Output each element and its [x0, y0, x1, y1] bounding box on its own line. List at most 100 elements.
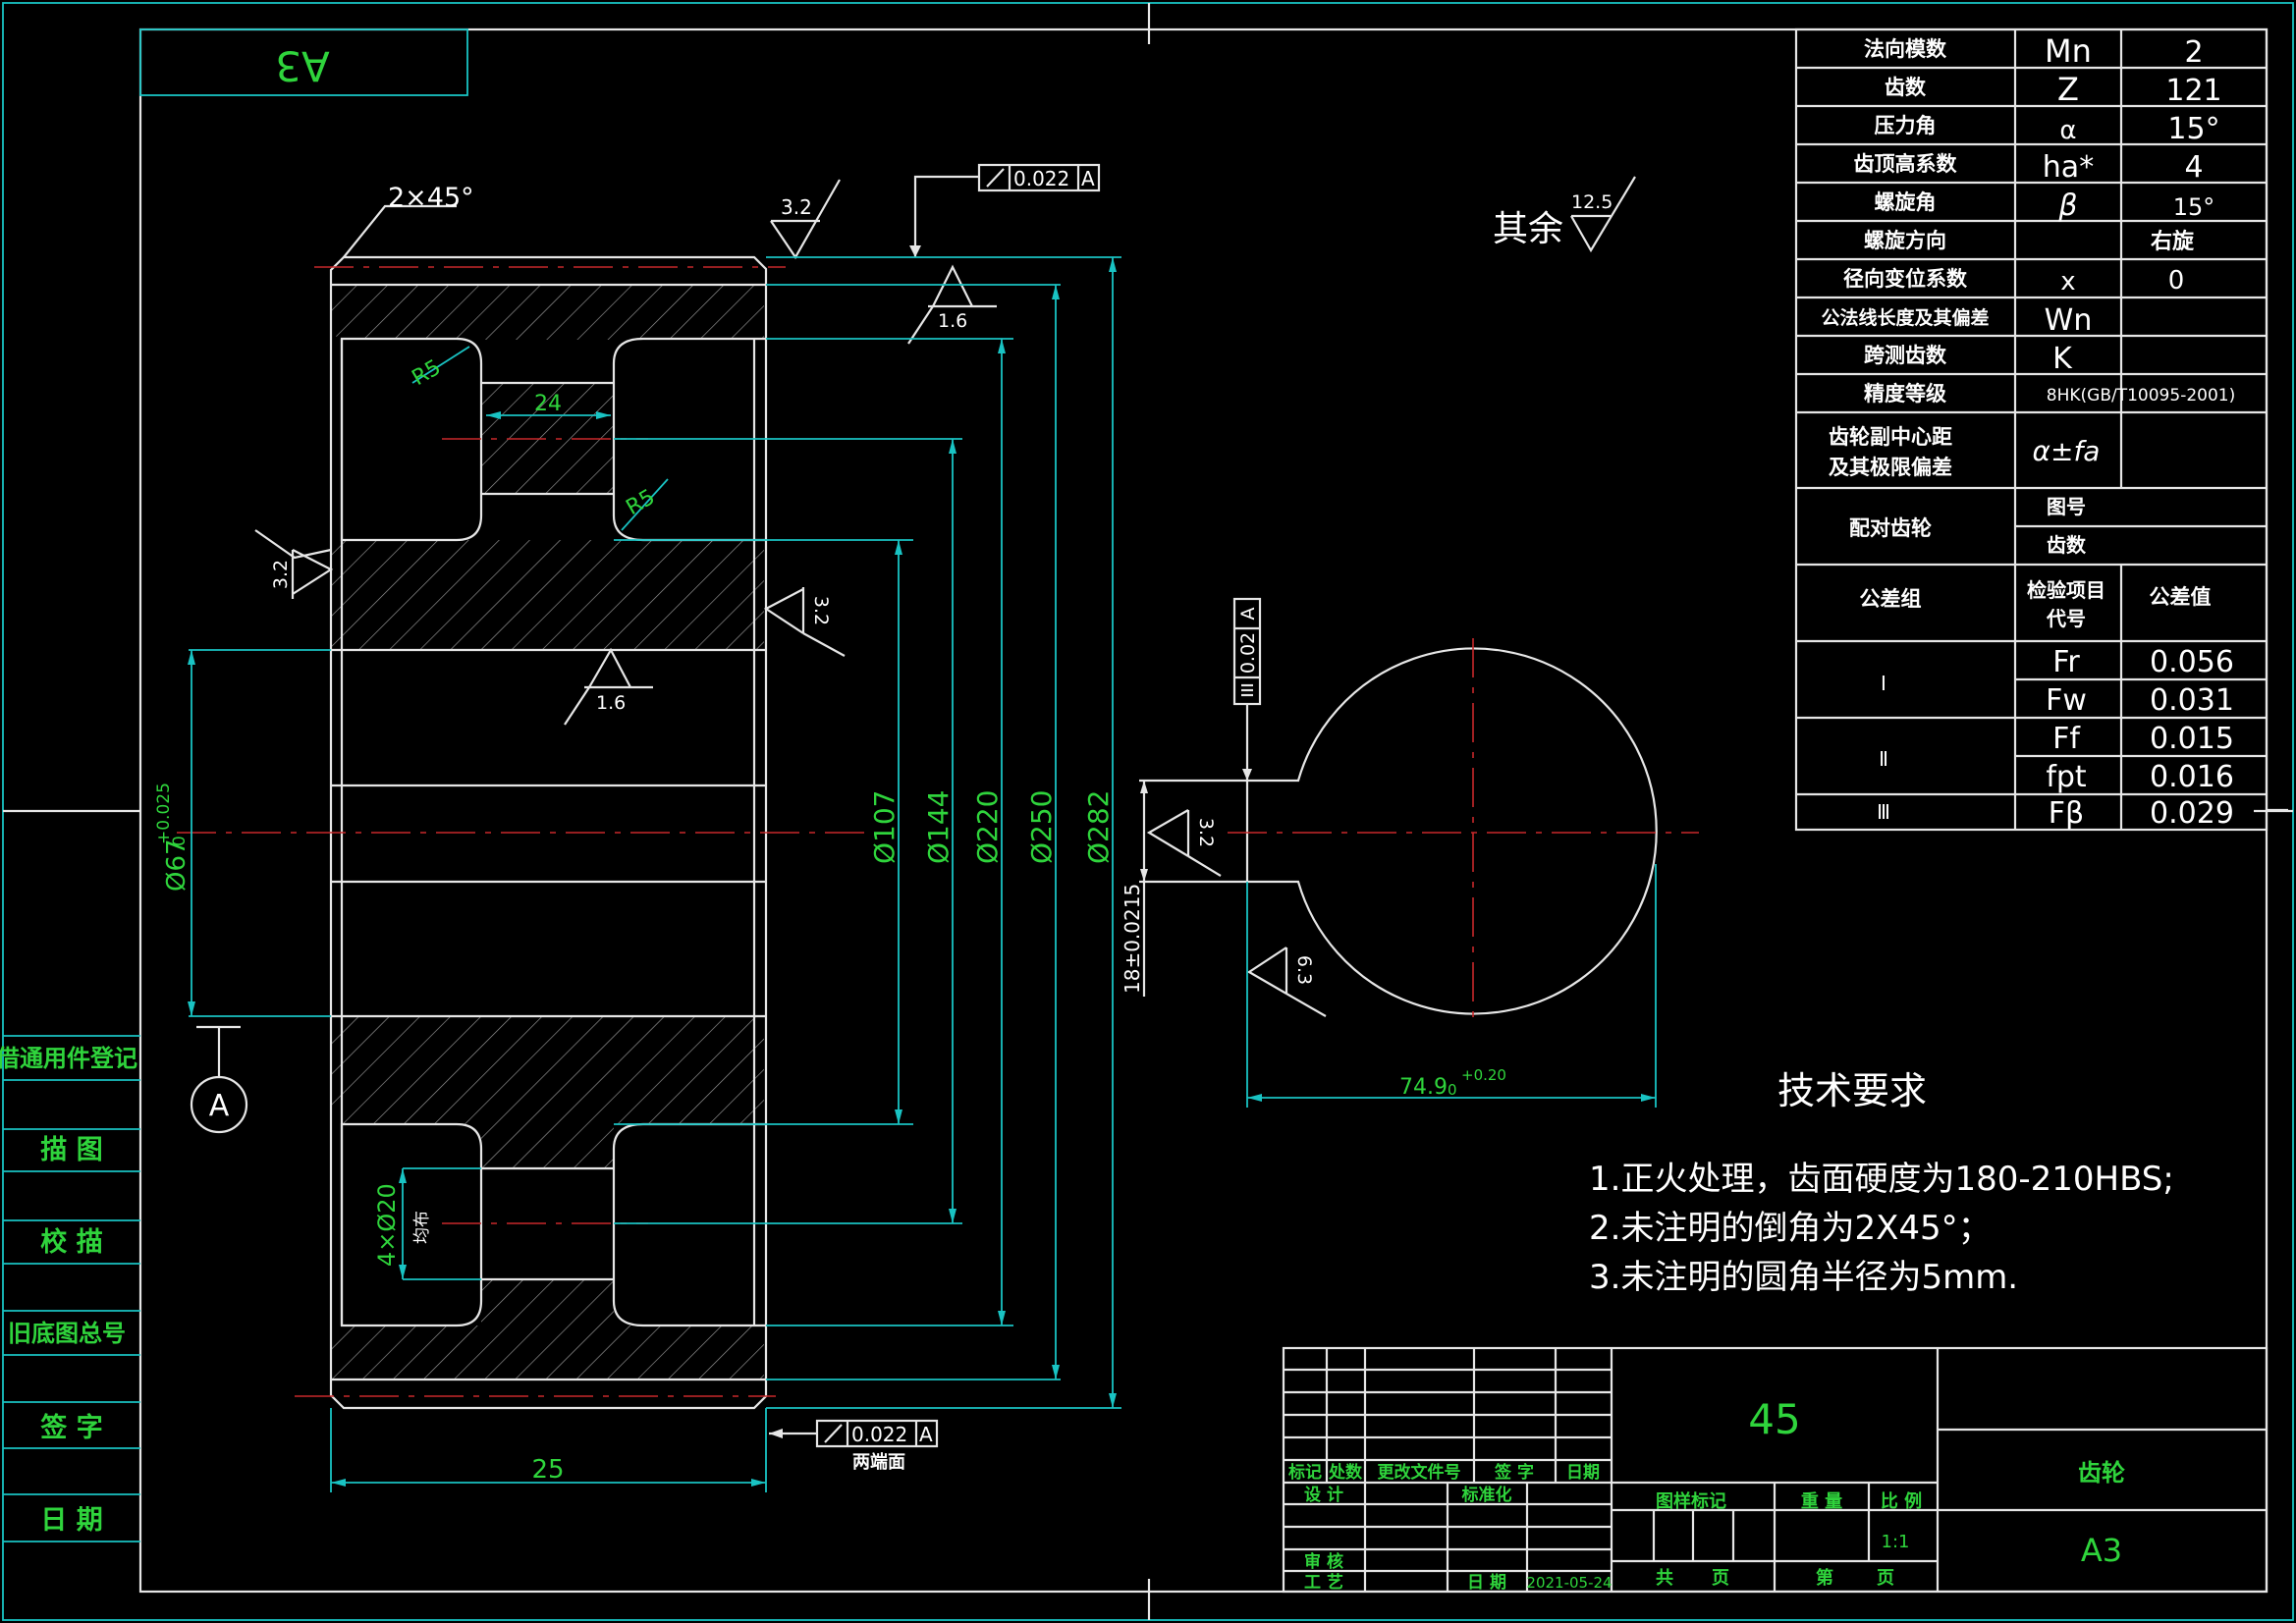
row-symbol-2: α: [2059, 116, 2076, 145]
tb-label-date2: 日 期: [1467, 1573, 1506, 1593]
tb-part-name: 齿轮: [2078, 1459, 2125, 1487]
svg-text:0.022: 0.022: [1013, 167, 1069, 190]
row-label-0: 法向模数: [1864, 37, 1947, 61]
datum-a: A: [190, 1025, 248, 1134]
pocket-bottom: [340, 1122, 483, 1327]
tol-value-label: 公差值: [2150, 585, 2212, 609]
svg-text:A: A: [1237, 608, 1259, 621]
svg-text:两端面: 两端面: [852, 1452, 905, 1473]
group-3-code-1: Fβ: [2049, 796, 2084, 831]
row-label-7: 公法线长度及其偏差: [1821, 306, 1989, 329]
row-symbol-3: ha*: [2043, 150, 2094, 185]
group-3-value-1: 0.029: [2150, 796, 2234, 831]
svg-text:3.2: 3.2: [810, 596, 832, 625]
left-strip: 借通用件登记 描 图 校 描 旧底图总号 签 字 日 期: [0, 1035, 140, 1542]
technical-requirements: 技术要求 1.正火处理，齿面硬度为180-210HBS; 2.未注明的倒角为2X…: [1589, 1069, 2174, 1297]
svg-text:1.6: 1.6: [938, 310, 967, 332]
group-1-code-1: Fr: [2052, 645, 2080, 679]
gear-section-view: 2×45° 3.2 0.022 A 1.6 R5: [154, 163, 1121, 1492]
chamfer-note: 2×45°: [388, 183, 474, 213]
tolerance-frame-bottom: 0.022 A 两端面: [769, 1419, 939, 1473]
row-value-0: 2: [2184, 35, 2203, 70]
tb-scale-value: 1:1: [1882, 1532, 1910, 1552]
svg-text:3.2: 3.2: [270, 560, 292, 589]
strip-item-sign: 签 字: [40, 1412, 102, 1443]
svg-text:3.2: 3.2: [781, 195, 812, 219]
svg-text:+0.20: +0.20: [1461, 1066, 1506, 1084]
svg-text:74.9: 74.9: [1399, 1075, 1448, 1100]
tb-label-weight: 重 量: [1801, 1490, 1842, 1512]
group-2-code-1: Ff: [2052, 722, 2081, 756]
dim-144: Ø144: [922, 790, 955, 864]
row-value-5: 右旋: [2151, 229, 2195, 254]
rest-roughness: 其余 12.5: [1493, 176, 1636, 253]
dim-282: Ø282: [1082, 790, 1115, 864]
roughness-symbol-top: 3.2: [770, 179, 841, 260]
tb-label-standardize: 标准化: [1462, 1485, 1512, 1505]
group-1-code-2: Fw: [2046, 683, 2087, 718]
format-label: A3: [275, 42, 329, 90]
tb-label-mark: 标记: [1288, 1462, 1322, 1483]
row-symbol-4: β: [2057, 189, 2077, 223]
fillet-mid: R5: [621, 478, 669, 531]
svg-text:24: 24: [534, 392, 562, 416]
svg-text:3.2: 3.2: [1195, 818, 1217, 847]
row-symbol-9: 8HK(GB/T10095-2001): [2047, 386, 2235, 406]
row-value-4: 15°: [2173, 193, 2215, 221]
row-value-6: 0: [2168, 266, 2185, 296]
tb-label-date: 日期: [1566, 1463, 1600, 1483]
tol-item-label-1: 检验项目: [2027, 578, 2105, 602]
group-1-value-1: 0.056: [2150, 645, 2234, 679]
roughness-symbol-left-mid: 3.2: [254, 529, 334, 599]
svg-text:R5: R5: [623, 485, 660, 520]
svg-text:0: 0: [1448, 1081, 1457, 1099]
roughness-symbol-right-mid: 3.2: [763, 587, 846, 657]
group-2-code-2: fpt: [2046, 760, 2087, 794]
tol-item-label-2: 代号: [2046, 607, 2086, 630]
row-label-3: 齿顶高系数: [1854, 152, 1958, 176]
svg-text:12.5: 12.5: [1571, 191, 1613, 213]
tb-label-count: 处数: [1328, 1462, 1363, 1483]
hatch-regions: [331, 285, 764, 1380]
pocket-top: [340, 337, 483, 542]
group-1-value-2: 0.031: [2150, 683, 2234, 718]
tb-label-process: 工 艺: [1304, 1572, 1343, 1593]
svg-text:A: A: [1081, 167, 1095, 190]
svg-text:R5: R5: [409, 355, 446, 391]
tolerance-frame-top: 0.022 A: [909, 163, 1101, 257]
tech-req-item-2: 2.未注明的倒角为2X45°；: [1589, 1209, 1992, 1248]
row-symbol-8: K: [2052, 342, 2073, 376]
svg-text:25: 25: [531, 1455, 564, 1485]
center-distance-symbol: α±fa: [2033, 435, 2101, 467]
group-2-name: Ⅱ: [1879, 747, 1888, 771]
dim-107: Ø107: [868, 790, 901, 864]
row-label-1: 齿数: [1885, 76, 1927, 99]
symmetry-frame: A 0.02: [1232, 597, 1262, 781]
svg-text:18±0.0215: 18±0.0215: [1121, 884, 1144, 994]
group-1-name: Ⅰ: [1881, 672, 1886, 695]
dim-250: Ø250: [1025, 790, 1058, 864]
row-label-9: 精度等级: [1864, 382, 1946, 406]
strip-item-check: 校 描: [40, 1226, 102, 1258]
tb-label-stage-mark: 图样标记: [1656, 1490, 1726, 1512]
row-label-5: 螺旋方向: [1864, 229, 1946, 252]
diameter-dims: Ø107 Ø144 Ø220 Ø250 Ø282: [614, 256, 1121, 1409]
center-distance-label-1: 齿轮副中心距: [1829, 425, 1952, 449]
group-3-name: Ⅲ: [1877, 800, 1890, 824]
svg-text:A: A: [919, 1423, 933, 1446]
roughness-symbol-hub-bore: 6.3: [1246, 947, 1327, 1017]
dim-220: Ø220: [971, 790, 1004, 864]
width-dim: 25: [330, 1408, 767, 1492]
svg-text:其余: 其余: [1493, 209, 1563, 249]
gear-outline: [329, 255, 768, 1410]
format-label-box: A3: [139, 28, 468, 96]
tech-req-item-3: 3.未注明的圆角半径为5mm.: [1589, 1258, 2018, 1297]
tb-label-scale: 比 例: [1881, 1490, 1922, 1512]
roughness-symbol-right-face: 1.6: [907, 264, 997, 345]
tb-label-change-doc: 更改文件号: [1378, 1462, 1461, 1483]
row-symbol-7: Wn: [2045, 303, 2093, 338]
row-symbol-0: Mn: [2045, 32, 2092, 70]
roughness-symbol-bore: 1.6: [564, 647, 653, 726]
svg-text:0.022: 0.022: [851, 1423, 907, 1446]
